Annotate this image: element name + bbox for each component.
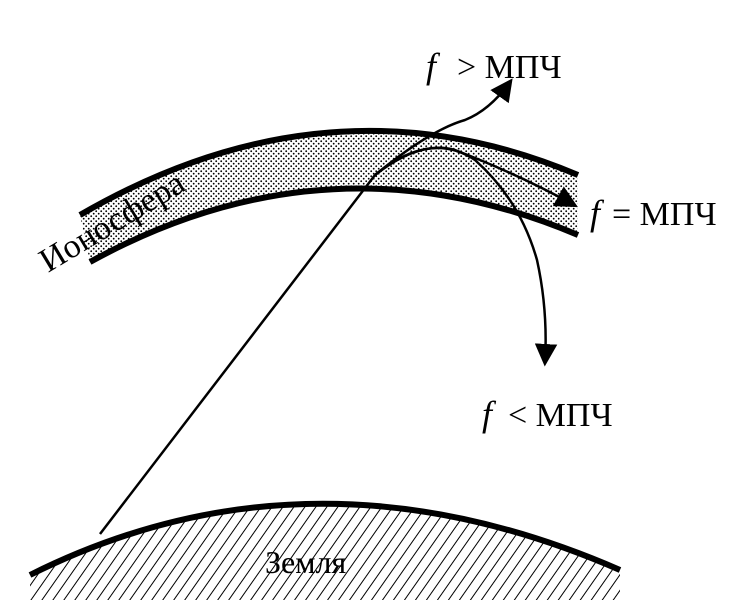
f-symbol: f xyxy=(590,193,605,233)
f-symbol: f xyxy=(482,394,497,434)
f-symbol: f xyxy=(426,46,441,86)
ray-f-below-muf xyxy=(374,146,558,367)
label-f-equal-muf: f = МПЧ xyxy=(590,193,717,233)
ray-from-earth xyxy=(99,174,376,535)
equal-muf-text: = МПЧ xyxy=(612,196,717,233)
ionosphere-upper-boundary xyxy=(78,127,580,218)
ionosphere-layer xyxy=(80,130,578,262)
below-muf-text: < МПЧ xyxy=(508,397,613,434)
above-muf-text: > МПЧ xyxy=(457,49,562,86)
ionosphere-lower-boundary xyxy=(88,185,580,265)
label-f-below-muf: f < МПЧ xyxy=(482,394,613,434)
earth-label: Земля xyxy=(265,544,346,580)
ray-f-above-muf xyxy=(374,78,513,176)
label-f-above-muf: f > МПЧ xyxy=(426,46,562,86)
earth-surface xyxy=(28,500,622,600)
